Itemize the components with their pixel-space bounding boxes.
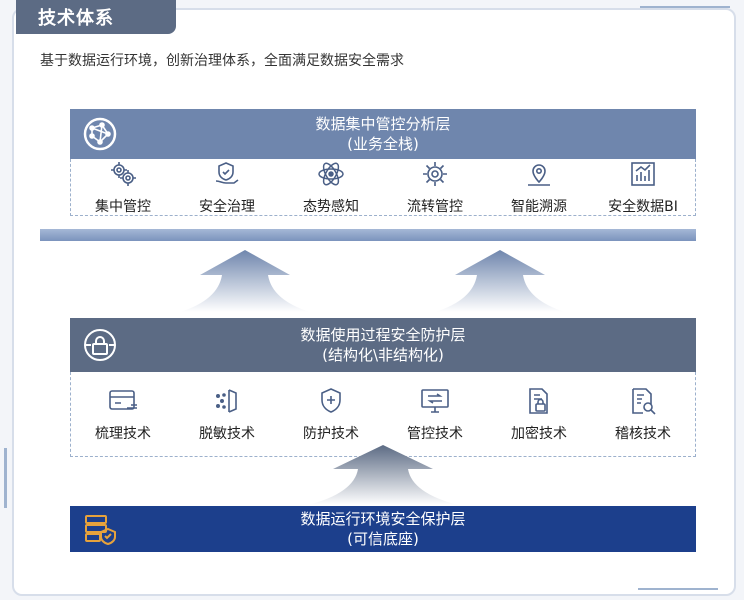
item-intelligent-tracing: 智能溯源 — [489, 158, 589, 216]
layer-top-header: 数据集中管控分析层 (业务全栈) — [70, 109, 696, 159]
item-label: 集中管控 — [95, 199, 151, 215]
layer-top-subtitle: (业务全栈) — [347, 135, 419, 153]
hand-shield-icon — [210, 158, 244, 190]
atom-icon — [314, 158, 348, 190]
document-search-icon — [626, 385, 660, 417]
item-security-data-bi: 安全数据BI — [593, 158, 693, 216]
arrow-up-icon — [180, 250, 310, 312]
bar-chart-icon — [626, 158, 660, 190]
item-label: 梳理技术 — [95, 426, 151, 442]
item-control-tech: 管控技术 — [385, 385, 485, 443]
layer-middle-header: 数据使用过程安全防护层 (结构化\非结构化) — [70, 318, 696, 372]
layer-top-base-bar — [40, 229, 696, 241]
card-icon — [106, 385, 140, 417]
server-shield-icon — [82, 511, 118, 547]
item-label: 管控技术 — [407, 426, 463, 442]
shield-plus-icon — [314, 385, 348, 417]
layer-top-items: 集中管控 安全治理 态势感知 流转管控 智能溯源 安全数据BI — [70, 159, 696, 216]
network-globe-icon — [82, 116, 118, 152]
lock-globe-icon — [82, 327, 118, 363]
item-label: 防护技术 — [303, 426, 359, 442]
item-masking-tech: 脱敏技术 — [177, 385, 277, 443]
decorative-line — [638, 578, 718, 590]
item-label: 态势感知 — [303, 199, 359, 215]
arrow-up-icon — [308, 445, 458, 505]
item-security-governance: 安全治理 — [177, 158, 277, 216]
item-label: 安全数据BI — [608, 199, 678, 215]
document-lock-icon — [522, 385, 556, 417]
section-subtitle: 基于数据运行环境，创新治理体系，全面满足数据安全需求 — [40, 53, 404, 69]
item-encryption-tech: 加密技术 — [489, 385, 589, 443]
item-audit-tech: 稽核技术 — [593, 385, 693, 443]
mask-door-icon — [210, 385, 244, 417]
section-title: 技术体系 — [38, 8, 114, 29]
section-title-tab: 技术体系 — [16, 0, 176, 34]
gear-cluster-icon — [106, 158, 140, 190]
layer-middle-subtitle: (结构化\非结构化) — [322, 346, 444, 364]
item-label: 智能溯源 — [511, 199, 567, 215]
layer-bottom-title-group: 数据运行环境安全保护层 (可信底座) — [300, 509, 465, 549]
layer-middle-title: 数据使用过程安全防护层 — [300, 326, 466, 344]
item-label: 稽核技术 — [615, 426, 671, 442]
layer-bottom-subtitle: (可信底座) — [347, 530, 419, 548]
arrow-up-icon — [435, 250, 565, 312]
item-sorting-tech: 梳理技术 — [73, 385, 173, 443]
decorative-line — [640, 6, 730, 12]
item-centralized-control: 集中管控 — [73, 158, 173, 216]
item-situational-awareness: 态势感知 — [281, 158, 381, 216]
layer-top-title: 数据集中管控分析层 — [315, 115, 451, 133]
layer-bottom-title: 数据运行环境安全保护层 — [300, 510, 466, 528]
layer-top-title-group: 数据集中管控分析层 (业务全栈) — [315, 114, 450, 154]
monitor-icon — [418, 385, 452, 417]
layer-bottom-header: 数据运行环境安全保护层 (可信底座) — [70, 506, 696, 552]
item-protection-tech: 防护技术 — [281, 385, 381, 443]
gear-icon — [418, 158, 452, 190]
item-label: 安全治理 — [199, 199, 255, 215]
location-pin-icon — [522, 158, 556, 190]
item-flow-control: 流转管控 — [385, 158, 485, 216]
item-label: 加密技术 — [511, 426, 567, 442]
item-label: 流转管控 — [407, 199, 463, 215]
decorative-line — [4, 448, 25, 508]
layer-middle-items: 梳理技术 脱敏技术 防护技术 管控技术 加密技术 稽核技术 — [70, 372, 696, 457]
layer-middle-title-group: 数据使用过程安全防护层 (结构化\非结构化) — [300, 325, 465, 365]
item-label: 脱敏技术 — [199, 426, 255, 442]
